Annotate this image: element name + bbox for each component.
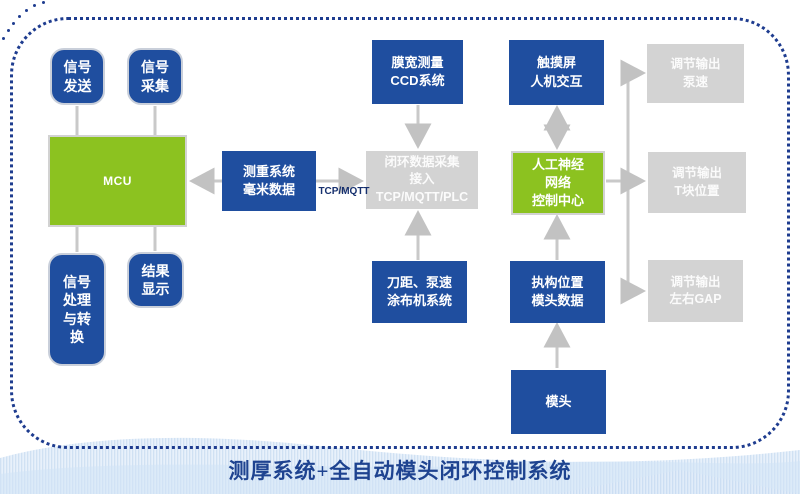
node-signal-collect: 信号 采集 xyxy=(127,48,183,105)
node-out-pump: 调节输出 泵速 xyxy=(647,44,744,103)
sparkle-dot xyxy=(18,15,21,18)
node-out-tblock: 调节输出 T块位置 xyxy=(648,152,746,213)
sparkle-dot xyxy=(7,29,10,32)
sparkle-dot xyxy=(25,9,28,12)
node-closed-loop: 闭环数据采集 接入 TCP/MQTT/PLC xyxy=(366,151,478,209)
node-signal-send: 信号 发送 xyxy=(50,48,105,105)
node-weigh-system: 测重系统 毫米数据 xyxy=(222,151,316,211)
node-film-ccd: 膜宽测量 CCD系统 xyxy=(372,40,463,104)
node-actuator-pos: 执构位置 模头数据 xyxy=(510,261,605,323)
dashed-border-frame xyxy=(10,17,790,449)
node-out-gap: 调节输出 左右GAP xyxy=(648,260,743,322)
edge-label-tcp-mqtt: TCP/MQTT xyxy=(318,186,370,197)
sparkle-dot xyxy=(42,1,45,4)
diagram-title: 测厚系统+全自动模头闭环控制系统 xyxy=(228,459,572,483)
node-touch-screen: 触摸屏 人机交互 xyxy=(509,40,604,105)
node-ann-center: 人工神经 网络 控制中心 xyxy=(511,151,605,215)
sparkle-dot xyxy=(12,22,15,25)
sparkle-dot xyxy=(2,37,5,40)
node-mcu: MCU xyxy=(48,135,187,227)
node-signal-process: 信号 处理 与转 换 xyxy=(48,253,106,366)
node-result-display: 结果 显示 xyxy=(127,252,184,308)
node-die-head: 模头 xyxy=(511,370,606,434)
sparkle-dot xyxy=(33,4,36,7)
node-knife-pump: 刀距、泵速 涂布机系统 xyxy=(372,261,467,323)
